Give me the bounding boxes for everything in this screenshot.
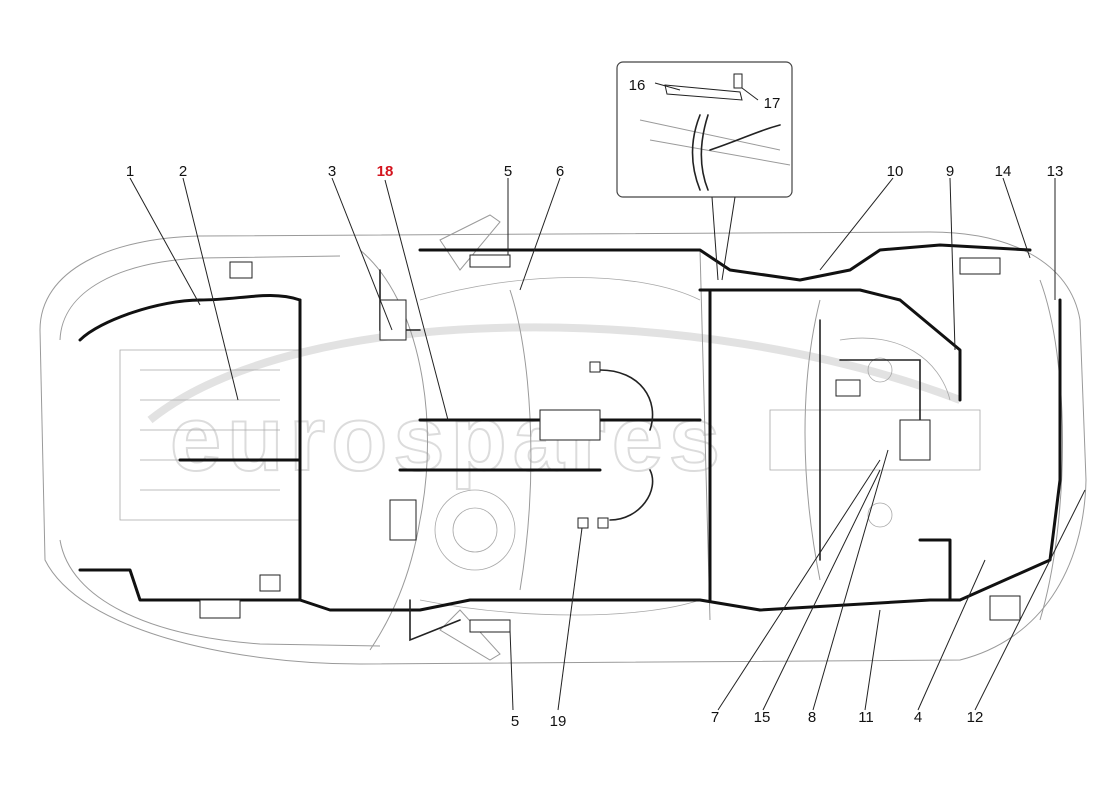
watermark-logo: eurospares (147, 323, 962, 491)
car-body-outline (39, 214, 1087, 665)
callout-2: 2 (179, 163, 187, 180)
callout-11: 11 (858, 709, 874, 726)
callout-labels: 1 2 3 18 5 6 10 9 14 13 16 17 5 19 7 15 … (126, 77, 1064, 730)
wiring-harness (78, 243, 1062, 642)
callout-5-bottom: 5 (511, 713, 519, 730)
callout-18: 18 (377, 163, 394, 180)
callout-17: 17 (764, 95, 781, 112)
callout-10: 10 (887, 163, 904, 180)
svg-text:eurospares: eurospares (170, 388, 726, 490)
callout-19: 19 (550, 713, 567, 730)
callout-13: 13 (1047, 163, 1064, 180)
callout-5-top: 5 (504, 163, 512, 180)
callout-14: 14 (995, 163, 1012, 180)
callout-8: 8 (808, 709, 816, 726)
callout-12: 12 (967, 709, 984, 726)
callout-9: 9 (946, 163, 954, 180)
detail-inset (616, 61, 793, 281)
leader-lines (129, 82, 1086, 711)
callout-15: 15 (754, 709, 771, 726)
callout-4: 4 (914, 709, 922, 726)
callout-16: 16 (629, 77, 646, 94)
callout-3: 3 (328, 163, 336, 180)
callout-7: 7 (711, 709, 719, 726)
callout-1: 1 (126, 163, 134, 180)
callout-6: 6 (556, 163, 564, 180)
connectors (199, 254, 1021, 633)
